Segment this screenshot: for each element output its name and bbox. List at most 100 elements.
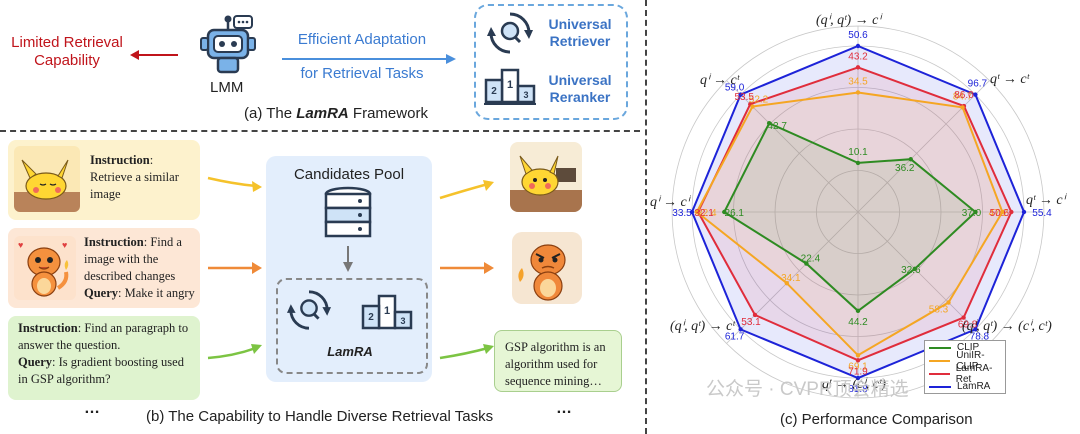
- lamra-box: [276, 278, 428, 374]
- adaptation-line2: for Retrieval Tasks: [300, 65, 424, 82]
- value-label: 47.2: [989, 208, 1009, 219]
- svg-text:3: 3: [400, 316, 405, 326]
- point-clip: [855, 308, 861, 314]
- task-card-paragraph: [8, 316, 200, 400]
- point-clip: [766, 120, 772, 126]
- svg-text:2: 2: [368, 312, 374, 323]
- pikachu-image: [14, 146, 80, 212]
- left-arrow-icon: [130, 50, 178, 60]
- point-clip: [973, 209, 978, 215]
- grid-spoke: [726, 211, 859, 344]
- point-lamra-ret: [752, 312, 758, 318]
- value-label: 32.6: [901, 265, 921, 276]
- output-arrows: [439, 180, 494, 360]
- database-icon: [324, 186, 372, 238]
- value-label: 22.4: [801, 254, 821, 265]
- value-label: 33.5: [672, 208, 692, 219]
- point-lamra: [973, 92, 978, 97]
- axis-label-lower-right: (qⁱ, qᵗ) → (cⁱ, cᵗ): [962, 319, 1052, 334]
- value-label: 53.5: [735, 92, 755, 103]
- right-arrow-icon: [282, 54, 456, 64]
- svg-text:3: 3: [523, 90, 528, 100]
- value-label: 86.0: [954, 90, 974, 101]
- value-label: 34.1: [781, 273, 801, 284]
- value-label: 53.1: [741, 317, 761, 328]
- point-lamra: [973, 327, 978, 332]
- task2-text: Instruction: Find a image with the descr…: [84, 235, 195, 300]
- value-label: 61.7: [725, 331, 745, 342]
- point-clip: [722, 209, 727, 215]
- svg-text:1: 1: [507, 79, 513, 91]
- value-label: 34.5: [848, 76, 868, 87]
- value-label: 69.8: [958, 320, 978, 331]
- value-label: 32.1: [694, 208, 714, 219]
- point-clip: [855, 160, 861, 166]
- task1-text: Instruction: Retrieve a similar image: [90, 153, 179, 201]
- value-label: 52.2: [749, 95, 769, 106]
- point-lamra: [738, 92, 743, 97]
- universal-box: [474, 4, 628, 120]
- value-label: 71.9: [848, 366, 868, 377]
- retriever-icon-small: [287, 290, 331, 330]
- point-uniir-clip: [1000, 209, 1005, 215]
- point-uniir-clip: [855, 90, 861, 95]
- value-label: 26.1: [725, 208, 745, 219]
- svg-text:♥: ♥: [62, 240, 67, 250]
- adaptation-line1: Efficient Adaptation: [297, 31, 427, 48]
- podium-icon-small: 1 2 3: [361, 294, 413, 330]
- value-label: 43.2: [848, 51, 868, 62]
- value-label: 10.1: [848, 147, 868, 158]
- axis-label-bottom: qᵗ → (cⁱ, cᵗ): [822, 377, 886, 392]
- panel-divider: [645, 0, 647, 434]
- value-label: 96.7: [968, 79, 988, 90]
- point-lamra: [689, 209, 695, 215]
- watermark: 公众号 · CVPR顶会精选: [706, 379, 909, 400]
- legend-item-uniir: UniIR-CLIP: [925, 350, 1005, 372]
- value-label: 59.0: [725, 83, 745, 94]
- point-lamra-ret: [855, 65, 861, 70]
- section-divider: [0, 130, 640, 132]
- point-clip: [908, 157, 913, 162]
- point-uniir-clip: [694, 209, 699, 215]
- grid-spoke: [857, 211, 990, 344]
- svg-text:2: 2: [491, 86, 497, 97]
- result-charmander-image: [512, 232, 582, 304]
- point-lamra: [855, 375, 861, 381]
- point-lamra-ret: [855, 358, 861, 363]
- ellipsis-right: …: [556, 400, 573, 417]
- legend-item-clip: CLIP: [925, 341, 1005, 354]
- value-label: 69.1: [848, 361, 868, 372]
- point-lamra: [855, 43, 861, 49]
- universal-retriever-label: Universal Retriever: [548, 16, 612, 49]
- axis-label-left: qⁱ → cⁱ: [650, 195, 690, 210]
- caption-c: (c) Performance Comparison: [780, 411, 973, 428]
- down-arrow-icon: [343, 246, 353, 272]
- point-lamra: [738, 327, 743, 332]
- point-clip: [912, 266, 918, 272]
- limited-retrieval-label: Limited Retrieval Capability: [11, 34, 123, 69]
- point-lamra-ret: [1009, 209, 1014, 215]
- ellipsis-left: …: [84, 400, 101, 417]
- charmander-image: ♥♥: [14, 236, 76, 300]
- task3-text: Instruction: Find an paragraph to answer…: [18, 321, 189, 386]
- result-pikachu-image: [510, 142, 582, 212]
- svg-text:1: 1: [384, 305, 390, 317]
- axis-label-top: (qⁱ, qᵗ) → cⁱ: [816, 13, 881, 28]
- caption-a: (a) The LamRA Framework: [244, 105, 428, 122]
- grid-spoke: [857, 80, 990, 213]
- point-uniir-clip: [855, 353, 861, 358]
- point-uniir-clip: [960, 105, 965, 110]
- pool-title: Candidates Pool: [293, 166, 405, 183]
- value-label: 37.0: [962, 208, 982, 219]
- robot-icon: [200, 15, 256, 74]
- axis-label-right: qᵗ → cⁱ: [1026, 193, 1066, 208]
- radar-chart: 10.136.237.032.644.222.426.142.734.584.7…: [671, 25, 1052, 399]
- point-uniir-clip: [784, 280, 790, 286]
- radar-legend: CLIP UniIR-CLIP LamRA-Ret LamRA: [924, 340, 1006, 394]
- retriever-icon: [487, 12, 533, 54]
- lamra-label: LamRA: [327, 344, 373, 359]
- universal-reranker-label: Universal Reranker: [548, 72, 612, 105]
- svg-text:♥: ♥: [18, 240, 23, 250]
- value-label: 81.8: [848, 384, 868, 395]
- value-label: 55.4: [1032, 208, 1052, 219]
